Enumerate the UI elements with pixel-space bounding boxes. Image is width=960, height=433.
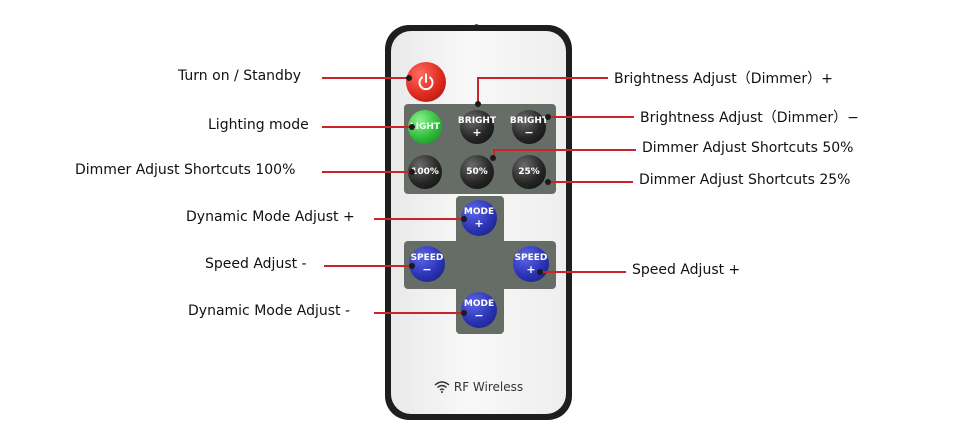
callout-bright-plus-line-h — [478, 77, 608, 79]
callout-bright-plus-dot — [475, 101, 481, 107]
power-icon — [418, 73, 434, 91]
callout-power-label: Turn on / Standby — [178, 68, 302, 84]
bright-plus-label: BRIGHT — [457, 115, 497, 126]
callout-lighting-mode-label: Lighting mode — [208, 117, 309, 133]
light-button-label: LIGHT — [409, 121, 441, 132]
dimmer-100-label: 100% — [411, 166, 439, 177]
callout-speed-plus-line — [540, 271, 626, 273]
callout-speed-plus-dot — [537, 269, 543, 275]
callout-dimmer-50-line-h — [494, 149, 636, 151]
mode-plus-button[interactable]: MODE + — [461, 200, 497, 236]
callout-speed-minus-line — [324, 265, 412, 267]
callout-lighting-mode-dot — [409, 124, 415, 130]
bright-plus-button[interactable]: BRIGHT + — [457, 110, 497, 144]
callout-mode-plus-dot — [461, 216, 467, 222]
bright-minus-label: BRIGHT — [509, 115, 549, 126]
mode-minus-sign: − — [474, 308, 484, 322]
callout-mode-plus-label: Dynamic Mode Adjust + — [186, 209, 355, 225]
speed-minus-sign: − — [422, 262, 432, 276]
dimmer-50-label: 50% — [466, 166, 488, 177]
power-button[interactable] — [406, 62, 446, 102]
mode-plus-sign: + — [474, 216, 484, 230]
speed-plus-label: SPEED — [514, 252, 548, 263]
mode-minus-button[interactable]: MODE − — [461, 292, 497, 328]
callout-lighting-mode-line — [322, 126, 412, 128]
callout-dimmer-100-line — [322, 171, 412, 173]
mode-plus-label: MODE — [463, 206, 495, 217]
speed-plus-sign: + — [526, 262, 536, 276]
brand-label: RF Wireless — [453, 380, 524, 394]
callout-dimmer-100-label: Dimmer Adjust Shortcuts 100% — [75, 162, 296, 178]
callout-speed-plus-label: Speed Adjust + — [632, 262, 741, 278]
brand-mark: RF Wireless — [385, 380, 572, 394]
callout-dimmer-50-label: Dimmer Adjust Shortcuts 50% — [642, 140, 854, 156]
wifi-icon — [434, 381, 450, 393]
dimmer-50-button[interactable]: 50% — [460, 155, 494, 189]
callout-dimmer-50-line-v — [493, 149, 495, 159]
callout-mode-minus-dot — [461, 310, 467, 316]
callout-dimmer-25-label: Dimmer Adjust Shortcuts 25% — [639, 172, 851, 188]
callout-power-line — [322, 77, 410, 79]
callout-mode-minus-label: Dynamic Mode Adjust - — [188, 303, 351, 319]
mode-minus-label: MODE — [463, 298, 495, 309]
callout-dimmer-25-line — [548, 181, 633, 183]
speed-plus-button[interactable]: SPEED + — [513, 246, 549, 282]
callout-power-dot — [406, 75, 412, 81]
callout-bright-minus-line — [548, 116, 634, 118]
speed-minus-button[interactable]: SPEED − — [409, 246, 445, 282]
dimmer-25-label: 25% — [518, 166, 540, 177]
callout-dimmer-50-dot — [490, 155, 496, 161]
callout-bright-plus-label: Brightness Adjust（Dimmer）+ — [614, 71, 833, 87]
callout-dimmer-100-dot — [409, 169, 415, 175]
callout-speed-minus-label: Speed Adjust - — [205, 256, 307, 272]
callout-mode-plus-line — [374, 218, 464, 220]
callout-speed-minus-dot — [409, 263, 415, 269]
callout-bright-minus-label: Brightness Adjust（Dimmer）− — [640, 110, 859, 126]
callout-dimmer-25-dot — [545, 179, 551, 185]
dimmer-25-button[interactable]: 25% — [512, 155, 546, 189]
callout-mode-minus-line — [374, 312, 464, 314]
bright-minus-sign: − — [524, 125, 534, 139]
bright-plus-sign: + — [472, 125, 482, 139]
callout-bright-plus-line-v — [477, 77, 479, 103]
bright-minus-button[interactable]: BRIGHT − — [509, 110, 549, 144]
callout-bright-minus-dot — [545, 114, 551, 120]
speed-minus-label: SPEED — [410, 252, 444, 263]
